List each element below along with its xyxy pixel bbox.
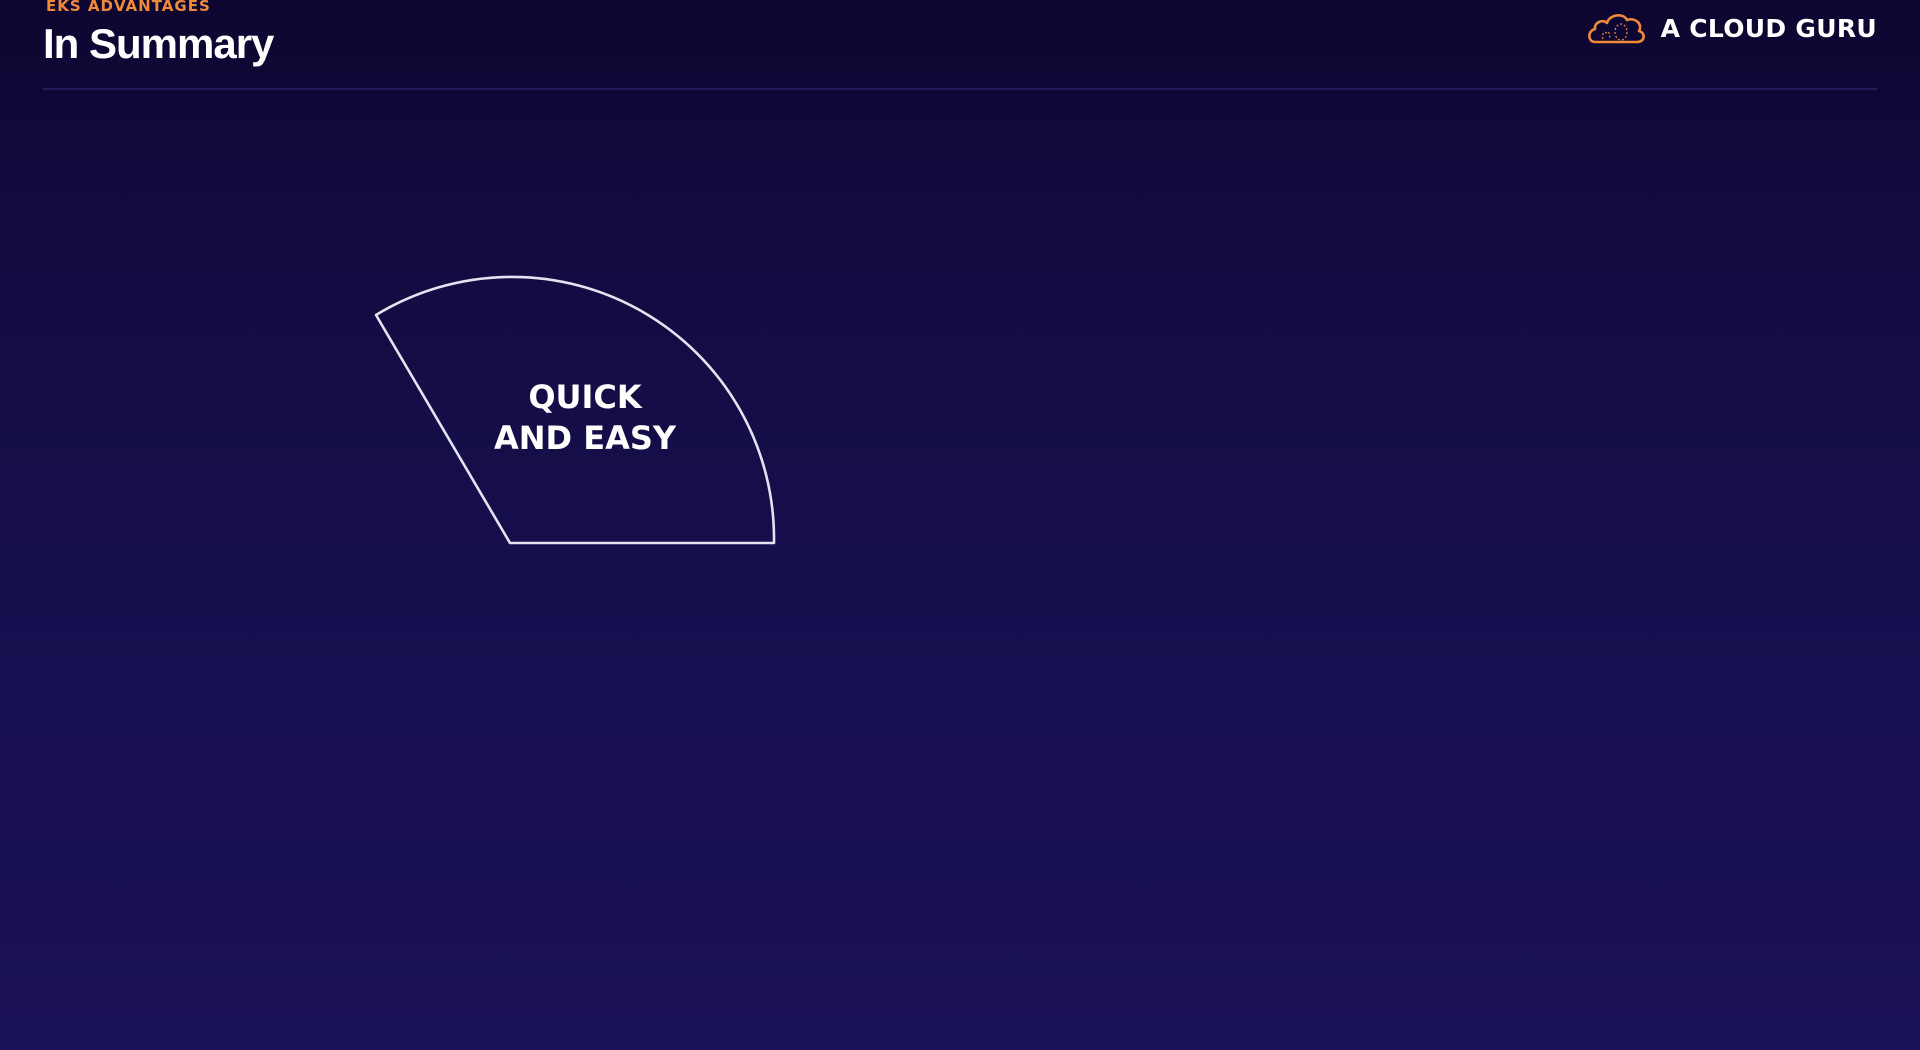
header-divider [43, 88, 1877, 90]
cloud-logo-icon [1587, 14, 1645, 44]
segment-label-line-2: AND EASY [493, 419, 677, 457]
section-eyebrow: EKS ADVANTAGES [46, 0, 211, 15]
segment-label-line-1: QUICK [528, 378, 642, 416]
page-title: In Summary [43, 20, 274, 67]
brand-name: A CLOUD GURU [1660, 13, 1877, 43]
segment-label: QUICK AND EASY [480, 377, 690, 459]
brand: A CLOUD GURU [1585, 8, 1877, 48]
quick-and-easy-segment [370, 275, 780, 550]
segment-outline [374, 275, 776, 545]
